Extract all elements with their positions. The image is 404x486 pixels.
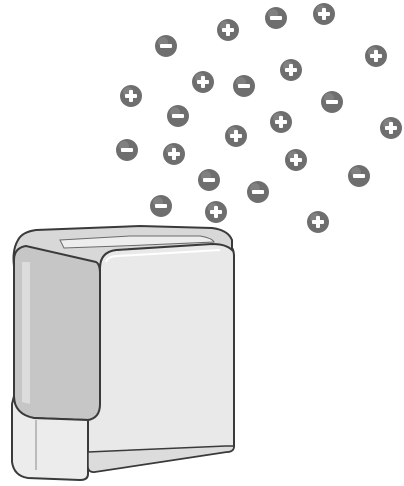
device-front-panel (88, 242, 234, 472)
device-side-highlight (22, 262, 30, 404)
